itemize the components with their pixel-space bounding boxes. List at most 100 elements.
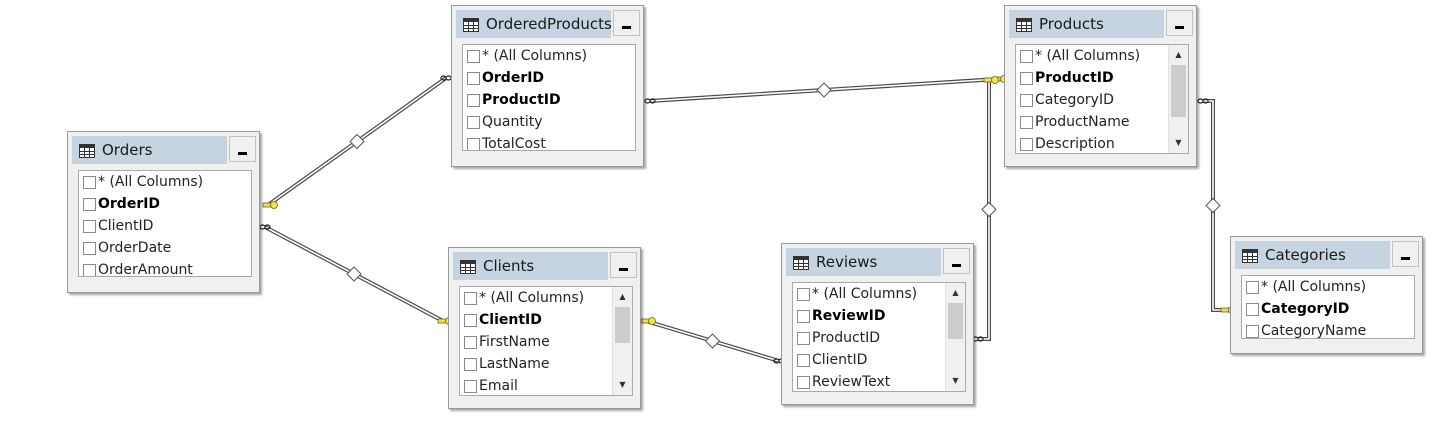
column-row[interactable]: Description bbox=[1016, 133, 1115, 153]
column-checkbox[interactable] bbox=[464, 313, 477, 327]
column-row[interactable]: * (All Columns) bbox=[460, 287, 584, 309]
column-row[interactable]: LastName bbox=[460, 353, 549, 375]
vertical-scrollbar[interactable]: ▲▼ bbox=[612, 287, 632, 395]
column-checkbox[interactable] bbox=[467, 71, 480, 85]
minimize-button[interactable] bbox=[610, 252, 637, 278]
minimize-button[interactable] bbox=[1166, 10, 1193, 36]
column-row[interactable]: ReviewText bbox=[793, 371, 890, 391]
column-row[interactable]: CategoryID bbox=[1242, 298, 1349, 320]
column-checkbox[interactable] bbox=[797, 375, 810, 389]
column-row[interactable]: * (All Columns) bbox=[793, 283, 917, 305]
column-checkbox[interactable] bbox=[464, 291, 477, 305]
table-header[interactable]: Orders bbox=[72, 136, 227, 164]
column-row[interactable]: ClientID bbox=[793, 349, 867, 371]
table-title: Orders bbox=[102, 141, 153, 159]
table-header[interactable]: Products bbox=[1009, 10, 1164, 38]
column-row[interactable]: ProductID bbox=[463, 89, 561, 111]
column-row[interactable]: OrderID bbox=[463, 67, 544, 89]
column-label: ClientID bbox=[812, 352, 868, 368]
column-row[interactable]: ProductID bbox=[793, 327, 880, 349]
column-checkbox[interactable] bbox=[83, 241, 96, 255]
table-icon bbox=[1242, 248, 1258, 263]
column-row[interactable]: Quantity bbox=[463, 111, 543, 133]
scroll-thumb[interactable] bbox=[1171, 65, 1186, 117]
many-end-infinity-icon bbox=[1197, 98, 1209, 104]
scroll-down-arrow-icon[interactable]: ▼ bbox=[619, 380, 626, 389]
column-checkbox[interactable] bbox=[83, 175, 96, 189]
column-checkbox[interactable] bbox=[467, 93, 480, 107]
relationship-diamond bbox=[816, 82, 832, 98]
column-row[interactable]: CategoryName bbox=[1242, 320, 1366, 338]
minimize-button[interactable] bbox=[613, 10, 640, 36]
minimize-button[interactable] bbox=[1392, 241, 1419, 267]
column-checkbox[interactable] bbox=[83, 197, 96, 211]
column-checkbox[interactable] bbox=[464, 379, 477, 393]
column-row[interactable]: ClientID bbox=[79, 215, 153, 237]
column-row[interactable]: ProductID bbox=[1016, 67, 1114, 89]
column-label: FirstName bbox=[479, 334, 550, 350]
column-checkbox[interactable] bbox=[1246, 324, 1259, 338]
column-checkbox[interactable] bbox=[83, 219, 96, 233]
column-checkbox[interactable] bbox=[1020, 93, 1033, 107]
column-checkbox[interactable] bbox=[464, 357, 477, 371]
column-checkbox[interactable] bbox=[1020, 115, 1033, 129]
column-row[interactable]: * (All Columns) bbox=[1242, 276, 1366, 298]
column-checkbox[interactable] bbox=[1246, 302, 1259, 316]
relationship-diamond bbox=[981, 201, 997, 218]
column-checkbox[interactable] bbox=[1020, 71, 1033, 85]
scroll-thumb[interactable] bbox=[948, 303, 963, 339]
vertical-scrollbar[interactable]: ▲▼ bbox=[1168, 45, 1188, 153]
column-checkbox[interactable] bbox=[797, 309, 810, 323]
minimize-button[interactable] bbox=[229, 136, 256, 162]
column-checkbox[interactable] bbox=[467, 137, 480, 150]
column-row[interactable]: Email bbox=[460, 375, 518, 395]
scroll-up-arrow-icon[interactable]: ▲ bbox=[952, 288, 959, 297]
column-row[interactable]: ClientID bbox=[460, 309, 542, 331]
column-checkbox[interactable] bbox=[464, 335, 477, 349]
minimize-button[interactable] bbox=[943, 248, 970, 274]
column-row[interactable]: CategoryID bbox=[1016, 89, 1114, 111]
column-row[interactable]: ProductName bbox=[1016, 111, 1129, 133]
column-row[interactable]: OrderID bbox=[79, 193, 160, 215]
column-checkbox[interactable] bbox=[1246, 280, 1259, 294]
scroll-up-arrow-icon[interactable]: ▲ bbox=[1175, 50, 1182, 59]
column-checkbox[interactable] bbox=[467, 49, 480, 63]
table-header[interactable]: Categories bbox=[1235, 241, 1390, 269]
column-checkbox[interactable] bbox=[1020, 49, 1033, 63]
column-row[interactable]: OrderAmount bbox=[79, 259, 193, 277]
column-row[interactable]: FirstName bbox=[460, 331, 550, 353]
column-row[interactable]: * (All Columns) bbox=[463, 45, 587, 67]
column-checkbox[interactable] bbox=[1020, 137, 1033, 151]
scroll-thumb[interactable] bbox=[615, 307, 630, 343]
table-header[interactable]: Clients bbox=[453, 252, 608, 280]
vertical-scrollbar[interactable]: ▲▼ bbox=[945, 283, 965, 391]
column-checkbox[interactable] bbox=[467, 115, 480, 129]
column-row[interactable]: TotalCost bbox=[463, 133, 546, 150]
column-row[interactable]: * (All Columns) bbox=[79, 171, 203, 193]
column-row[interactable]: OrderDate bbox=[79, 237, 171, 259]
table-header[interactable]: Reviews bbox=[786, 248, 941, 276]
table-header[interactable]: OrderedProducts bbox=[456, 10, 612, 38]
column-checkbox[interactable] bbox=[797, 331, 810, 345]
column-label: OrderAmount bbox=[98, 262, 193, 277]
column-checkbox[interactable] bbox=[797, 287, 810, 301]
scroll-down-arrow-icon[interactable]: ▼ bbox=[1175, 138, 1182, 147]
column-row[interactable]: * (All Columns) bbox=[1016, 45, 1140, 67]
column-row[interactable]: ReviewID bbox=[793, 305, 885, 327]
scroll-down-arrow-icon[interactable]: ▼ bbox=[952, 376, 959, 385]
scroll-up-arrow-icon[interactable]: ▲ bbox=[619, 292, 626, 301]
column-checkbox[interactable] bbox=[797, 353, 810, 367]
column-checkbox[interactable] bbox=[83, 263, 96, 276]
